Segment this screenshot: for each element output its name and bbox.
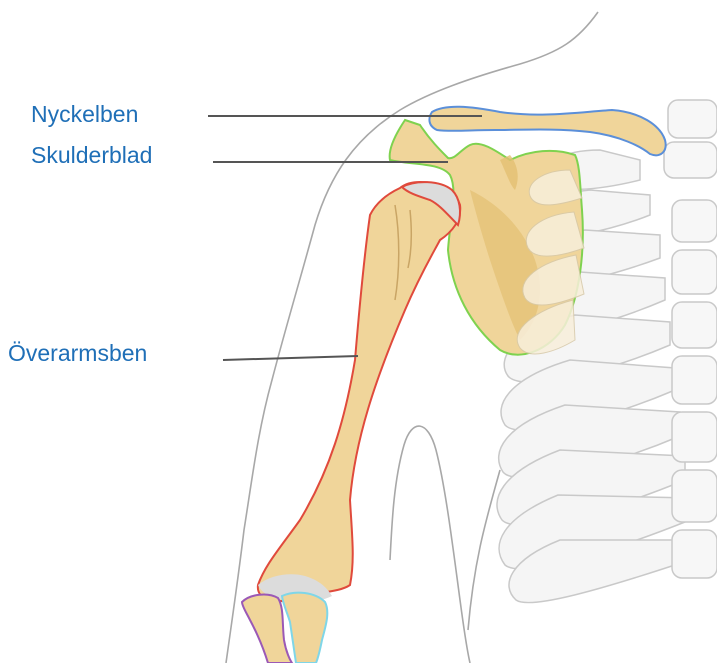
scapula-label: Skulderblad	[31, 144, 152, 167]
humerus-label: Överarmsben	[8, 342, 147, 365]
spine	[664, 100, 717, 578]
torso-contour	[468, 470, 500, 630]
humerus-leader-line	[223, 356, 358, 360]
ulna	[282, 593, 327, 663]
humerus	[258, 182, 460, 602]
clavicle-label: Nyckelben	[31, 103, 138, 126]
inner-arm-contour	[390, 426, 470, 663]
